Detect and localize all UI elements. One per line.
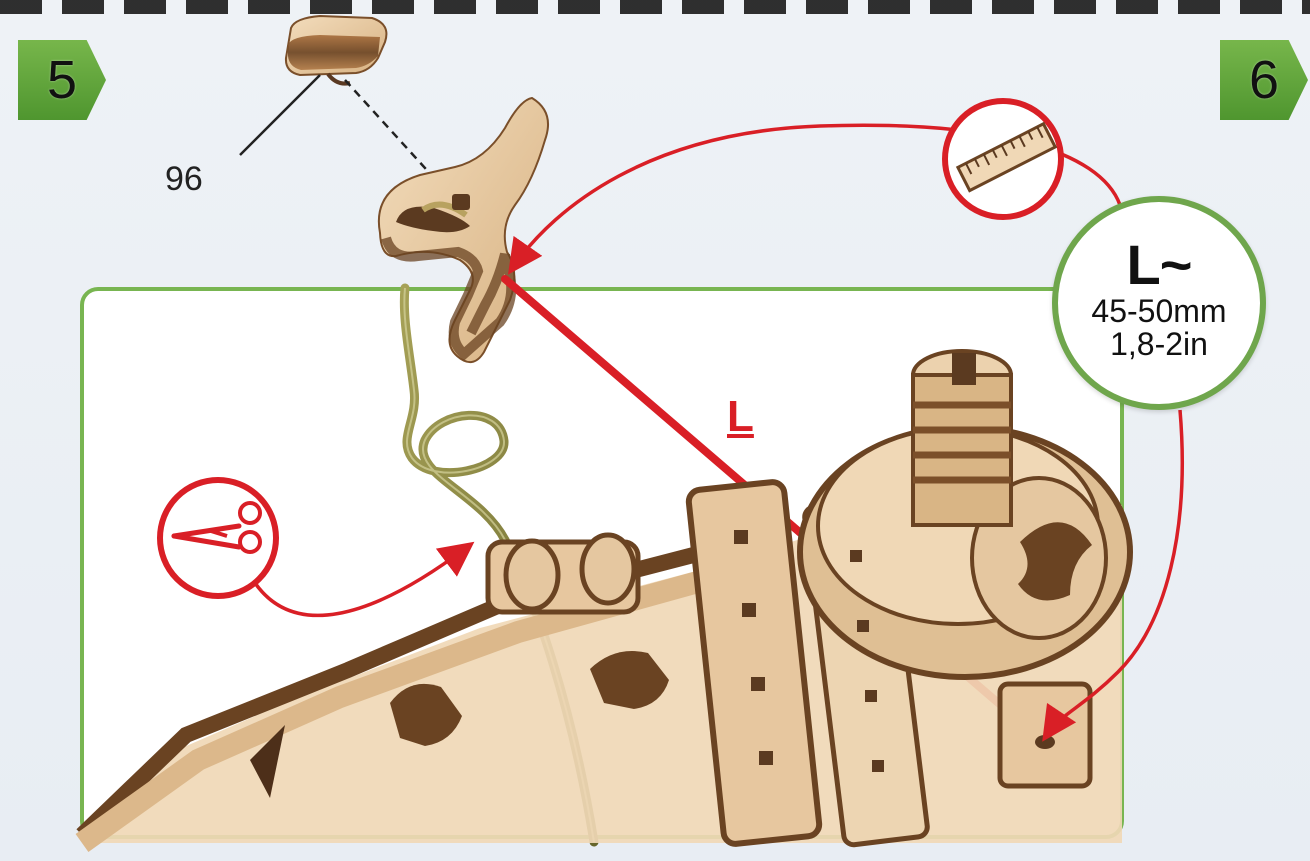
part-number-label: 96 [165, 160, 203, 199]
part-96-leader-line [240, 75, 320, 155]
cut-arrow [253, 548, 466, 615]
mechanism-illustration [82, 351, 1130, 846]
measurement-title: L~ [1127, 236, 1192, 295]
measurement-mm: 45-50mm [1091, 295, 1226, 329]
part-96 [286, 16, 387, 84]
length-label: L [727, 392, 754, 442]
measurement-in: 1,8-2in [1110, 328, 1208, 362]
measurement-badge: L~ 45-50mm 1,8-2in [1052, 196, 1266, 410]
ruler-icon [945, 101, 1061, 217]
scissors-icon [160, 480, 276, 596]
